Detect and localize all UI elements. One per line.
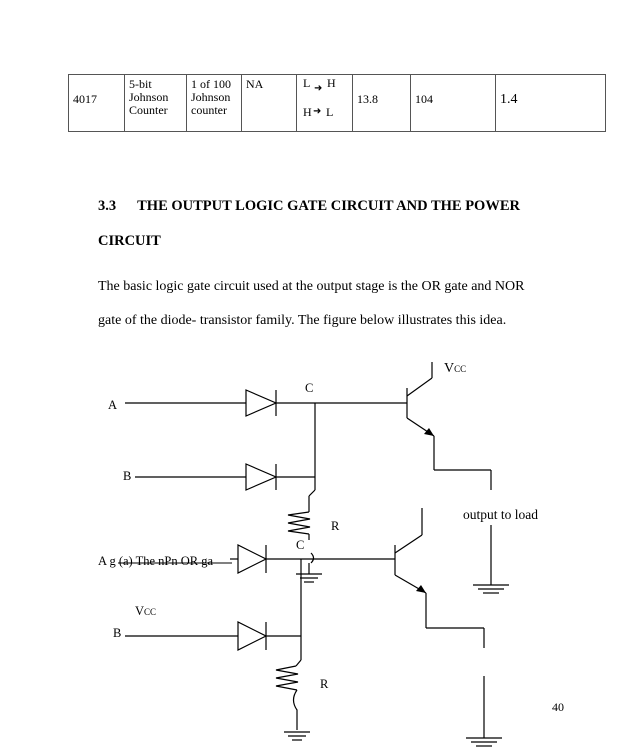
table-cell-value-1: 13.8 xyxy=(352,74,411,132)
arrow-right-icon: ➜ xyxy=(313,106,322,117)
resistor-label-bottom: R xyxy=(320,677,329,691)
emitter-arrow-icon xyxy=(424,428,434,436)
arrow-right-icon: ➜ xyxy=(314,83,323,94)
node-c-label-top: C xyxy=(305,381,314,395)
vcc-label-bottom: VCC xyxy=(135,604,157,618)
section-title-line1: THE OUTPUT LOGIC GATE CIRCUIT AND THE PO… xyxy=(137,198,520,214)
page-number: 40 xyxy=(552,700,564,714)
figure-caption-fragment: A g (a) The nPn OR ga xyxy=(98,554,214,568)
transition-top-from: L xyxy=(303,76,311,90)
input-b-label-bottom: B xyxy=(113,626,122,640)
output-to-load-label: output to load xyxy=(463,507,538,522)
vcc-label-top: VCC xyxy=(444,361,467,376)
input-a-label: A xyxy=(108,398,118,412)
section-number: 3.3 xyxy=(98,198,117,214)
resistor-label-top: R xyxy=(331,519,340,533)
emitter-arrow-icon xyxy=(416,585,426,593)
table-cell-part: 4017 xyxy=(68,74,125,132)
table-cell-value-3: 1.4 xyxy=(495,74,606,132)
section-title-line2: CIRCUIT xyxy=(98,233,161,249)
input-b-label-top: B xyxy=(123,469,132,483)
paragraph-line1: The basic logic gate circuit used at the… xyxy=(98,279,525,294)
transition-top-to: H xyxy=(327,76,336,90)
table-row: 4017 5-bit Johnson Counter 1 of 100 John… xyxy=(68,74,606,132)
table-cell-transition: L ➜ H H ➜ L xyxy=(296,74,353,132)
paragraph-line2: gate of the diode- transistor family. Th… xyxy=(98,313,507,328)
table-cell-description: 5-bit Johnson Counter xyxy=(124,74,187,132)
transition-bottom-to: L xyxy=(326,105,334,119)
transition-bottom-from: H xyxy=(303,105,312,119)
table-cell-na: NA xyxy=(241,74,297,132)
ic-spec-table: 4017 5-bit Johnson Counter 1 of 100 John… xyxy=(68,74,606,132)
table-cell-value-2: 104 xyxy=(410,74,496,132)
section-heading: 3.3 THE OUTPUT LOGIC GATE CIRCUIT AND TH… xyxy=(98,198,520,215)
table-cell-function: 1 of 100 Johnson counter xyxy=(186,74,242,132)
node-c-label-bottom: C xyxy=(296,538,305,552)
